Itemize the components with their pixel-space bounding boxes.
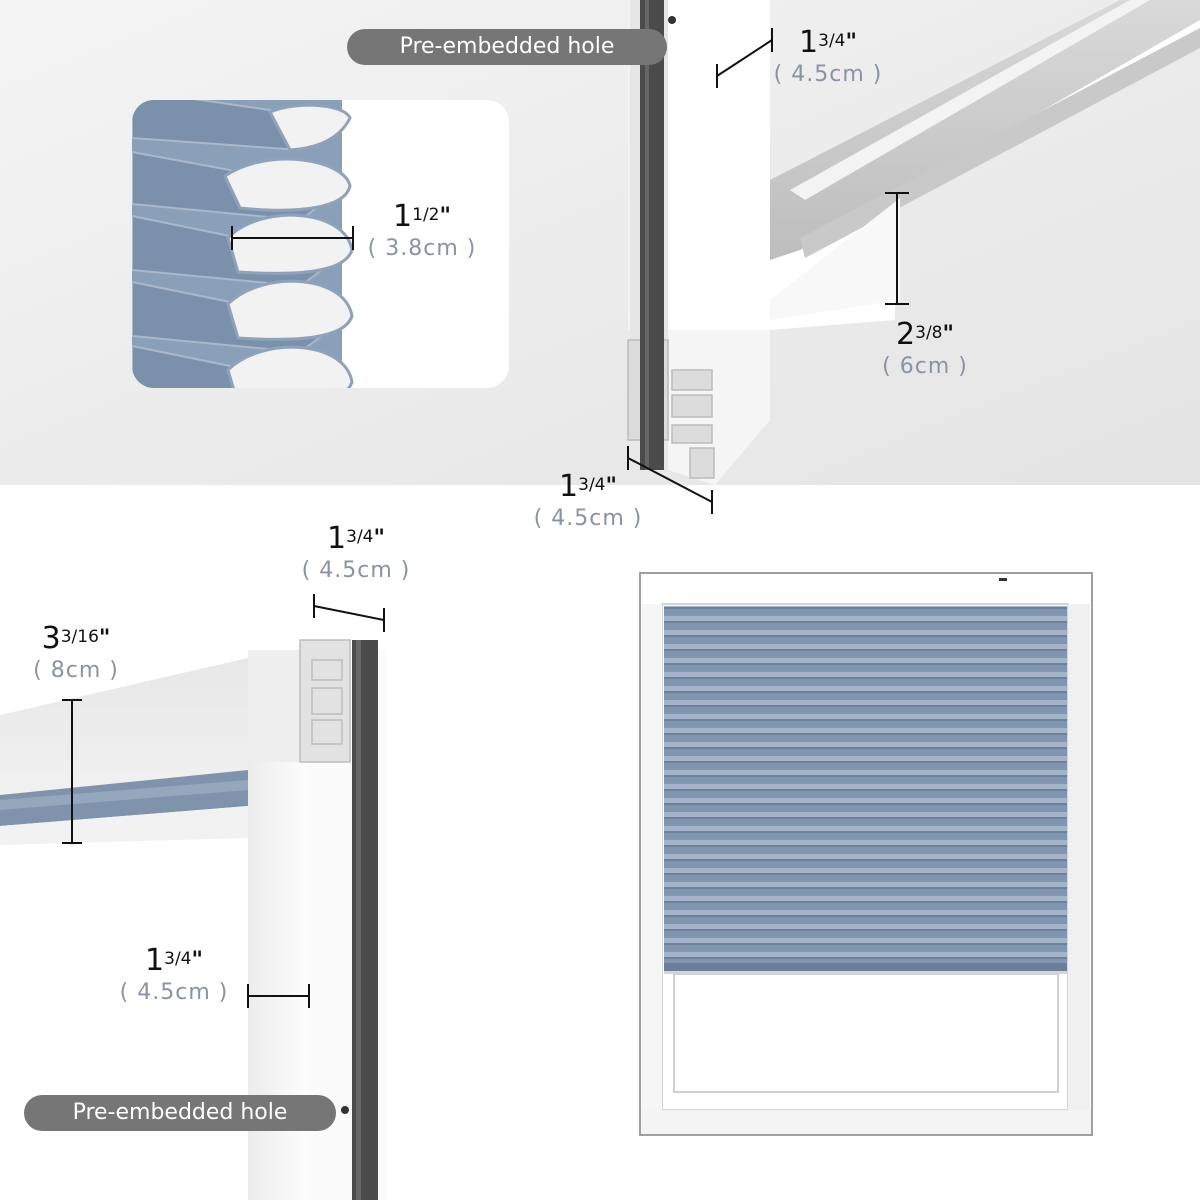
head-rail-end-cap [299, 639, 351, 763]
cell-width-unit: " [439, 204, 451, 229]
side-rail-depth-whole: 1 [559, 469, 579, 504]
head-rail-depth-fraction: 3/4 [346, 527, 374, 547]
head-rail-depth-metric: ( 4.5cm ) [301, 558, 411, 583]
top-rail-width-measure [716, 28, 773, 88]
side-post-width-metric: ( 4.5cm ) [119, 980, 229, 1005]
window-with-shade [639, 572, 1093, 1136]
side-rail-depth-measure [627, 446, 713, 514]
top-rail-height-measure [885, 192, 909, 305]
cell-closeup-card [132, 100, 509, 388]
head-rail-assembly [0, 594, 386, 1200]
top-rail-height-unit: " [942, 322, 954, 347]
head-rail-depth-dimension: 13/4" ( 4.5cm ) [286, 522, 426, 586]
cell-width-metric: ( 3.8cm ) [367, 236, 477, 261]
head-rail-depth-measure [313, 594, 385, 632]
cell-width-dimension: 11/2" ( 3.8cm ) [352, 200, 492, 264]
side-post-width-whole: 1 [145, 943, 165, 978]
cell-width-measure-line [231, 226, 354, 250]
pleated-shade-fabric [664, 606, 1067, 969]
head-rail-height-metric: ( 8cm ) [33, 658, 119, 683]
side-rail-depth-metric: ( 4.5cm ) [533, 506, 643, 531]
head-rail-depth-whole: 1 [327, 521, 347, 556]
brush-seal-top [640, 0, 664, 470]
top-rail-width-whole: 1 [799, 25, 819, 60]
cell-width-whole: 1 [393, 199, 413, 234]
top-rail-width-fraction: 3/4 [818, 31, 846, 51]
head-rail-height-dimension: 33/16" ( 8cm ) [6, 622, 146, 686]
window-glass [673, 973, 1059, 1093]
head-rail-height-unit: " [98, 626, 111, 651]
brush-seal-bottom [352, 640, 378, 1200]
head-rail-depth-unit: " [373, 526, 385, 551]
top-rail-height-whole: 2 [896, 317, 916, 352]
top-rail-assembly [627, 0, 1200, 514]
side-rail-depth-unit: " [605, 474, 617, 499]
pre-embedded-hole-label-top: Pre-embedded hole [347, 29, 667, 65]
pre-embedded-hole-top [668, 16, 676, 24]
side-rail-depth-dimension: 13/4" ( 4.5cm ) [518, 470, 658, 534]
head-rail-height-fraction: 3/16 [60, 627, 99, 647]
top-rail-height-dimension: 23/8" ( 6cm ) [855, 318, 995, 382]
side-rail-depth-fraction: 3/4 [578, 475, 606, 495]
top-rail-height-fraction: 3/8 [915, 323, 943, 343]
pre-embedded-hole-label-bottom: Pre-embedded hole [24, 1095, 336, 1131]
honeycomb-cells-illustration [132, 100, 354, 388]
pre-embedded-hole-bottom [341, 1106, 349, 1114]
top-rail-width-metric: ( 4.5cm ) [773, 62, 883, 87]
side-post-width-dimension: 13/4" ( 4.5cm ) [104, 944, 244, 1008]
top-rail-width-dimension: 13/4" ( 4.5cm ) [758, 26, 898, 90]
head-rail-height-measure [62, 699, 82, 844]
head-rail-height-whole: 3 [41, 621, 61, 656]
top-rail-width-unit: " [845, 30, 857, 55]
cell-width-fraction: 1/2 [412, 205, 440, 225]
side-post-width-measure [247, 984, 310, 1008]
top-rail-height-metric: ( 6cm ) [882, 354, 968, 379]
side-post-width-fraction: 3/4 [164, 949, 192, 969]
side-post-width-unit: " [191, 948, 203, 973]
